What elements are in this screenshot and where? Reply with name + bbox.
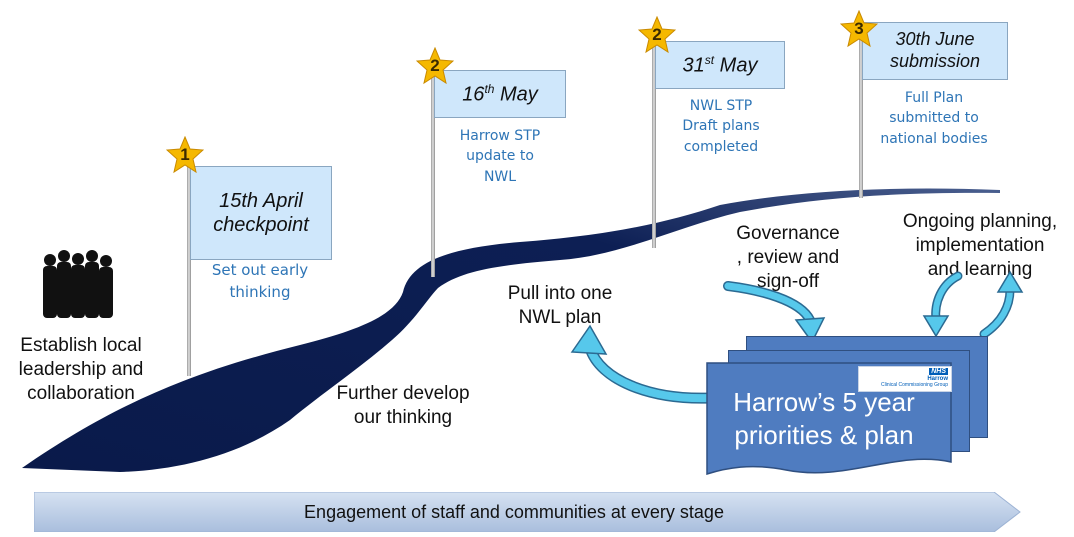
stage-establish-line: Establish local xyxy=(20,335,142,356)
star-icon: 2 xyxy=(638,16,676,54)
stage-ongoing-line: Ongoing planning, xyxy=(902,211,1058,232)
stage-governance: Governance , review and sign-off xyxy=(718,222,858,293)
stage-governance-line: , review and xyxy=(736,246,840,268)
stage-pull-line: Pull into one xyxy=(507,283,613,304)
people-silhouette-icon xyxy=(43,250,113,318)
star-number: 1 xyxy=(180,145,190,164)
stage-pull: Pull into one NWL plan xyxy=(490,282,630,330)
engagement-banner xyxy=(34,492,1021,532)
engagement-banner-text: Engagement of staff and communities at e… xyxy=(304,502,724,522)
milestone-note-line: Harrow STP xyxy=(459,128,541,144)
star-icon: 3 xyxy=(840,10,878,48)
nhs-logo: NHS Harrow Clinical Commissioning Group xyxy=(858,366,952,392)
star-number: 2 xyxy=(652,25,662,44)
milestone-note-2: Harrow STP update to NWL xyxy=(432,126,568,187)
star-number: 2 xyxy=(430,56,440,75)
curved-arrow-left-icon xyxy=(570,324,716,404)
milestone-note-line: completed xyxy=(683,138,759,155)
flag-date: 16 xyxy=(462,83,485,106)
nhs-logo-brand: NHS xyxy=(929,368,948,375)
flag-month: May xyxy=(714,54,758,77)
stage-governance-line: Governance xyxy=(736,223,840,244)
milestone-note-line: Draft plans xyxy=(682,118,760,135)
milestone-flag-line: 30th June xyxy=(895,29,975,50)
nhs-logo-org: Harrow xyxy=(927,376,948,382)
stage-further-line: Further develop xyxy=(336,383,470,404)
milestone-note-line: Full Plan xyxy=(904,90,964,106)
nhs-logo-sub: Clinical Commissioning Group xyxy=(881,382,948,388)
flag-pole xyxy=(431,64,435,277)
stage-establish-line: leadership and xyxy=(18,358,144,380)
flag-pole xyxy=(652,38,656,248)
plan-title: Harrow’s 5 year priorities & plan xyxy=(706,386,942,451)
stage-establish-line: collaboration xyxy=(27,382,135,404)
milestone-note-line: submitted to xyxy=(889,110,979,127)
milestone-note-3: NWL STP Draft plans completed xyxy=(656,96,786,157)
milestone-flag-line: submission xyxy=(889,51,981,71)
curved-arrow-cycle-icon xyxy=(922,270,1024,339)
milestone-note-line: national bodies xyxy=(880,130,988,147)
milestone-flag-4: 30th June submission xyxy=(862,22,1008,80)
milestone-note-1: Set out early thinking xyxy=(190,260,330,304)
stage-establish: Establish local leadership and collabora… xyxy=(0,334,162,405)
plan-title-line: Harrow’s 5 year xyxy=(733,387,915,417)
star-icon: 1 xyxy=(166,136,204,174)
star-number: 3 xyxy=(854,19,864,38)
flag-pole xyxy=(187,150,191,376)
milestone-note-line: NWL xyxy=(483,168,517,185)
milestone-flag-2: 16th May xyxy=(434,70,566,118)
plan-title-line: priorities & plan xyxy=(734,419,914,450)
milestone-note-text: Set out early thinking xyxy=(211,261,309,301)
milestone-flag-1: 15th April checkpoint xyxy=(190,166,332,260)
stage-pull-line: NWL plan xyxy=(518,306,602,328)
stage-further-line: our thinking xyxy=(353,406,453,428)
milestone-flag-3: 31st May xyxy=(655,41,785,89)
flag-month: May xyxy=(494,83,538,106)
flag-date-suffix: st xyxy=(704,52,715,67)
stage-further: Further develop our thinking xyxy=(318,382,488,430)
stage-ongoing-line: implementation xyxy=(915,234,1045,256)
milestone-flag-label: 31st May xyxy=(683,53,758,78)
flag-date-suffix: th xyxy=(484,81,495,96)
milestone-flag-label: 15th April checkpoint xyxy=(213,190,309,236)
curved-arrow-down-icon xyxy=(723,281,826,344)
star-icon: 2 xyxy=(416,47,454,85)
stage-governance-line: sign-off xyxy=(757,270,819,292)
milestone-flag-label: 16th May xyxy=(462,82,538,107)
flag-date: 31 xyxy=(682,54,705,77)
milestone-note-line: NWL STP xyxy=(689,98,753,114)
milestone-note-line: update to xyxy=(466,148,534,165)
milestone-note-4: Full Plan submitted to national bodies xyxy=(864,88,1004,149)
flag-pole xyxy=(859,30,863,198)
